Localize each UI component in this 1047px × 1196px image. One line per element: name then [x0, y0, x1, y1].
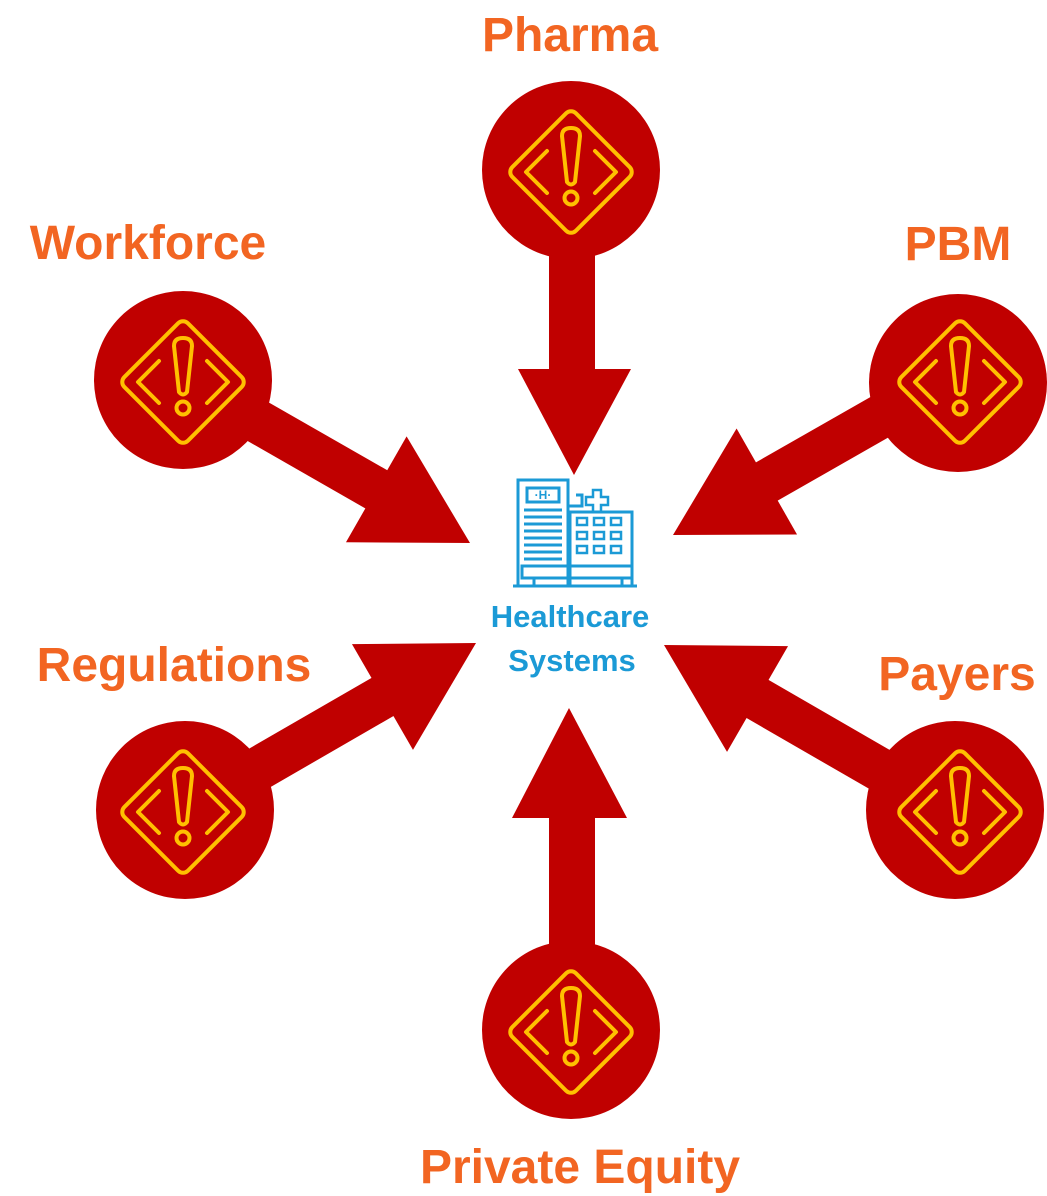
- svg-text:·H·: ·H·: [535, 488, 552, 502]
- center-label-line1: Healthcare: [491, 599, 650, 634]
- label-workforce: Workforce: [30, 217, 267, 270]
- arrow-private-equity: [512, 708, 627, 950]
- arrow-regulations: [228, 643, 476, 799]
- arrow-workforce: [222, 388, 470, 543]
- label-regulations: Regulations: [37, 639, 312, 692]
- label-pbm: PBM: [905, 218, 1012, 271]
- arrow-pbm: [673, 380, 922, 535]
- pressure-node-regulations: [96, 721, 274, 899]
- label-pharma: Pharma: [482, 9, 658, 62]
- label-payers: Payers: [878, 648, 1035, 701]
- pressure-node-pharma: [482, 81, 660, 259]
- center-label-line2: Systems: [508, 643, 636, 678]
- arrow-pharma: [518, 248, 631, 475]
- label-private-equity: Private Equity: [420, 1141, 740, 1194]
- pressure-node-payers: [866, 721, 1044, 899]
- pressure-node-private-equity: [482, 941, 660, 1119]
- pressure-node-workforce: [94, 291, 272, 469]
- hospital-icon: ·H·: [513, 478, 637, 588]
- arrow-payers: [664, 645, 912, 801]
- pressure-node-pbm: [869, 294, 1047, 472]
